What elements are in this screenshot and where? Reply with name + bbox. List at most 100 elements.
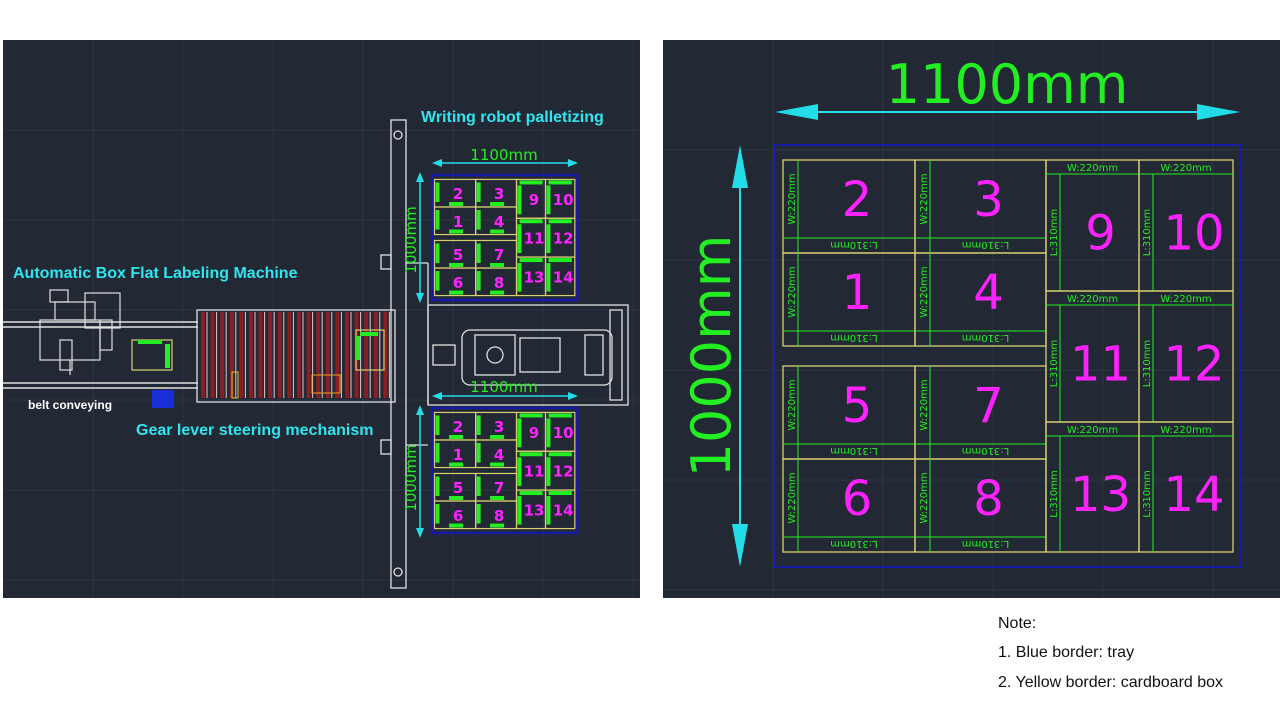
label-strip <box>449 434 464 439</box>
box-length-label: L:310mm <box>962 538 1010 549</box>
carton-on-roller <box>355 329 385 371</box>
box-number: 3 <box>494 185 504 203</box>
box-number: 1 <box>453 213 463 231</box>
panel-background <box>663 40 1280 598</box>
palletizing-label: Writing robot palletizing <box>421 109 604 126</box>
box-width-label: W:220mm <box>1067 163 1118 174</box>
gear-mechanism <box>311 374 341 394</box>
dimension-label: 1100mm <box>470 378 537 396</box>
box-length-label: L:310mm <box>962 239 1010 250</box>
roller <box>201 312 205 398</box>
label-strip <box>476 209 481 230</box>
label-strip <box>517 457 522 487</box>
box-number: 13 <box>524 501 545 519</box>
box-number: 12 <box>553 463 574 481</box>
box-number: 12 <box>1163 337 1224 393</box>
box-length-label: L:310mm <box>830 538 878 549</box>
box-number: 6 <box>453 274 463 292</box>
box-length-label: L:310mm <box>830 239 878 250</box>
labeling-machine <box>39 289 121 375</box>
roller <box>229 312 234 398</box>
carton-box-14: 14 <box>544 256 576 297</box>
label-strip <box>517 418 522 448</box>
box-number: 4 <box>973 265 1004 321</box>
cad-grid <box>3 40 640 598</box>
dimension-label: 1000mm <box>680 235 743 478</box>
label-strip <box>546 418 551 448</box>
box-width-label: W:220mm <box>787 173 798 224</box>
box-number: 7 <box>973 378 1004 434</box>
roller <box>297 312 301 398</box>
motor <box>152 390 174 408</box>
label-strip <box>519 491 543 496</box>
roller <box>325 312 330 398</box>
label-strip <box>519 219 543 224</box>
bottom-pallet-width-dimension: 1100mm <box>432 378 578 400</box>
roller <box>210 312 215 398</box>
box-width-label: W:220mm <box>1160 294 1211 305</box>
note-item: 1. Blue border: tray <box>998 644 1134 661</box>
roller <box>383 312 388 398</box>
box-number: 8 <box>494 507 504 525</box>
gear-mechanism-label: Gear lever steering mechanism <box>136 422 373 439</box>
label-strip <box>435 271 440 291</box>
tray-height-dimension: 1000mm <box>680 145 748 567</box>
tray-width-dimension: 1100mm <box>775 53 1240 120</box>
roller-conveyor <box>196 309 396 403</box>
label-strip <box>435 442 440 463</box>
label-strip <box>435 415 440 435</box>
box-number: 3 <box>973 172 1004 228</box>
box-number: 9 <box>529 191 539 209</box>
layout-overview-panel <box>3 40 640 598</box>
box-number: 4 <box>494 213 504 231</box>
roller <box>364 312 369 398</box>
gear-lever <box>231 371 239 399</box>
box-width-label: W:220mm <box>787 379 798 430</box>
label-strip <box>519 413 543 418</box>
labeling-machine-label: Automatic Box Flat Labeling Machine <box>13 265 298 282</box>
box-number: 5 <box>453 479 463 497</box>
label-strip <box>519 258 543 263</box>
label-strip <box>435 182 440 202</box>
box-length-label: L:310mm <box>1142 470 1153 518</box>
box-number: 2 <box>842 172 873 228</box>
label-strip <box>490 462 505 467</box>
box-length-label: L:310mm <box>1049 470 1060 518</box>
box-length-label: L:310mm <box>1142 209 1153 257</box>
box-width-label: W:220mm <box>919 173 930 224</box>
box-width-label: W:220mm <box>919 379 930 430</box>
label-strip <box>519 180 543 185</box>
roller <box>249 312 253 398</box>
box-number: 6 <box>453 507 463 525</box>
box-border <box>544 489 576 530</box>
box-number: 5 <box>453 246 463 264</box>
box-number: 14 <box>553 268 574 286</box>
label-strip <box>490 263 505 268</box>
box-number: 7 <box>494 479 504 497</box>
box-number: 8 <box>973 471 1004 527</box>
box-number: 7 <box>494 246 504 264</box>
box-length-label: L:310mm <box>962 332 1010 343</box>
box-number: 1 <box>453 446 463 464</box>
label-strip <box>449 462 464 467</box>
box-width-label: W:220mm <box>1067 294 1118 305</box>
box-border <box>1138 421 1234 553</box>
roller <box>287 312 292 398</box>
label-strip <box>476 415 481 435</box>
label-strip <box>449 290 464 295</box>
roller <box>373 312 378 398</box>
label-strip <box>476 476 481 497</box>
label-strip <box>476 271 481 291</box>
box-number: 10 <box>553 424 574 442</box>
box-width-label: W:220mm <box>1067 425 1118 436</box>
box-number: 6 <box>842 471 873 527</box>
